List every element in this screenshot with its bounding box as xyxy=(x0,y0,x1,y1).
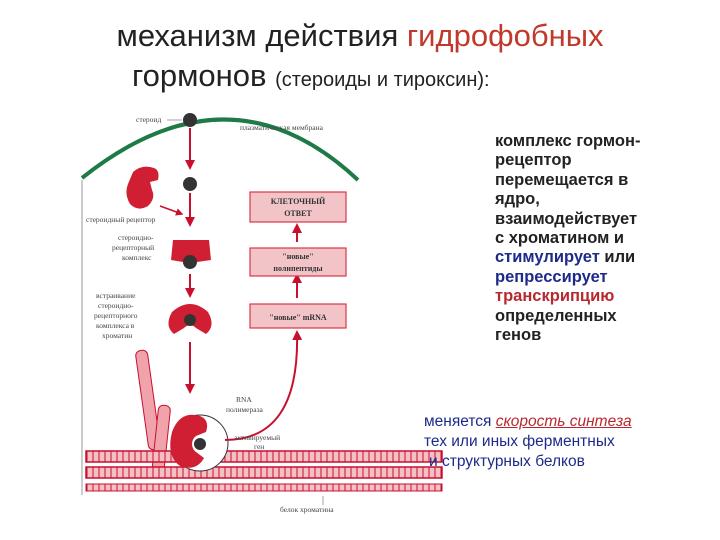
label-complex-2: рецепторный xyxy=(112,243,154,252)
label-complex-1: стероидно- xyxy=(118,233,154,242)
steroid-molecule-inside xyxy=(183,177,197,191)
label-embed-3: рецепторного xyxy=(94,311,138,320)
rt-line-3: перемещается в xyxy=(495,170,629,189)
label-steroid: стероид xyxy=(136,115,161,124)
title-paren: (стероиды и тироксин): xyxy=(275,69,490,91)
box-new-mrna-label: "новые" mRNA xyxy=(269,313,327,322)
title-prefix: механизм действия xyxy=(116,18,407,53)
rt-line-2: рецептор xyxy=(495,151,572,170)
embed-steroid xyxy=(184,314,196,326)
label-rna: RNA xyxy=(236,395,252,404)
box-new-polypeptides-l1: "новые" xyxy=(282,252,313,261)
dna-strand-top xyxy=(85,450,443,463)
complex-shape xyxy=(171,240,211,262)
steroid-molecule xyxy=(183,113,197,127)
label-active-gene-2: ген xyxy=(254,442,264,451)
label-active-gene-1: активируемый xyxy=(234,433,280,442)
bt-line-2: тех или иных ферментных xyxy=(424,433,615,450)
title-line-1: механизм действия гидрофобных xyxy=(0,18,720,54)
dna-strand-bottom xyxy=(85,466,443,479)
label-plasma-membrane: плазматическая мембрана xyxy=(240,123,324,132)
rt-line-8: репрессирует xyxy=(495,267,608,286)
bt-synthesis-rate: скорость синтеза xyxy=(495,413,632,430)
rt-line-4: ядро, xyxy=(495,190,540,209)
bt-changes: меняется xyxy=(424,413,496,430)
rt-line-10: определенных xyxy=(495,306,617,325)
dna-strand-lower xyxy=(85,483,443,492)
title-main: гормонов xyxy=(132,58,267,93)
title-line-2: гормонов (стероиды и тироксин): xyxy=(132,58,720,94)
label-complex-3: комплекс xyxy=(122,253,152,262)
plasma-membrane xyxy=(80,117,360,182)
label-embed-4: комплекса в xyxy=(96,321,135,330)
label-steroid-receptor: стероидный рецептор xyxy=(86,215,156,224)
bound-steroid xyxy=(194,438,206,450)
bound-complex-shape xyxy=(170,414,208,468)
label-polymerase: полимераза xyxy=(226,405,264,414)
rt-stimulates: стимулирует xyxy=(495,248,600,267)
title-accent: гидрофобных xyxy=(406,18,604,53)
steroid-receptor-shape xyxy=(126,166,159,209)
box-new-polypeptides-l2: полипептиды xyxy=(273,264,323,273)
box-cell-response-l2: ОТВЕТ xyxy=(284,209,312,218)
rt-or: или xyxy=(599,248,636,267)
label-embed-2: стероидно- xyxy=(98,301,134,310)
rt-line-1: комплекс гормон- xyxy=(495,132,641,150)
right-description: комплекс гормон- рецептор перемещается в… xyxy=(495,132,640,345)
arrow-transcription xyxy=(224,330,303,441)
rt-line-5: взаимодействует xyxy=(495,209,638,228)
rt-line-6: с хроматином и xyxy=(495,229,625,248)
box-cell-response-l1: КЛЕТОЧНЫЙ xyxy=(271,197,326,206)
bt-line-3: и структурных белков xyxy=(429,453,585,470)
box-cell-response xyxy=(249,191,347,223)
rt-line-7: стимулирует или xyxy=(495,248,640,267)
label-embed-5: хроматин xyxy=(102,331,132,340)
bt-line-1: меняется скорость синтеза xyxy=(424,412,632,432)
complex-steroid xyxy=(183,255,197,269)
arrow-receptor xyxy=(159,205,184,216)
bottom-description: меняется скорость синтеза тех или иных ф… xyxy=(424,412,632,472)
label-embed-1: встраивание xyxy=(96,291,136,300)
rt-line-11: генов xyxy=(495,326,542,345)
box-new-mrna xyxy=(249,303,347,329)
label-chromatin-protein: белок хроматина xyxy=(280,505,334,514)
rt-line-9: транскрипцию xyxy=(495,287,615,306)
box-new-polypeptides xyxy=(249,247,347,277)
